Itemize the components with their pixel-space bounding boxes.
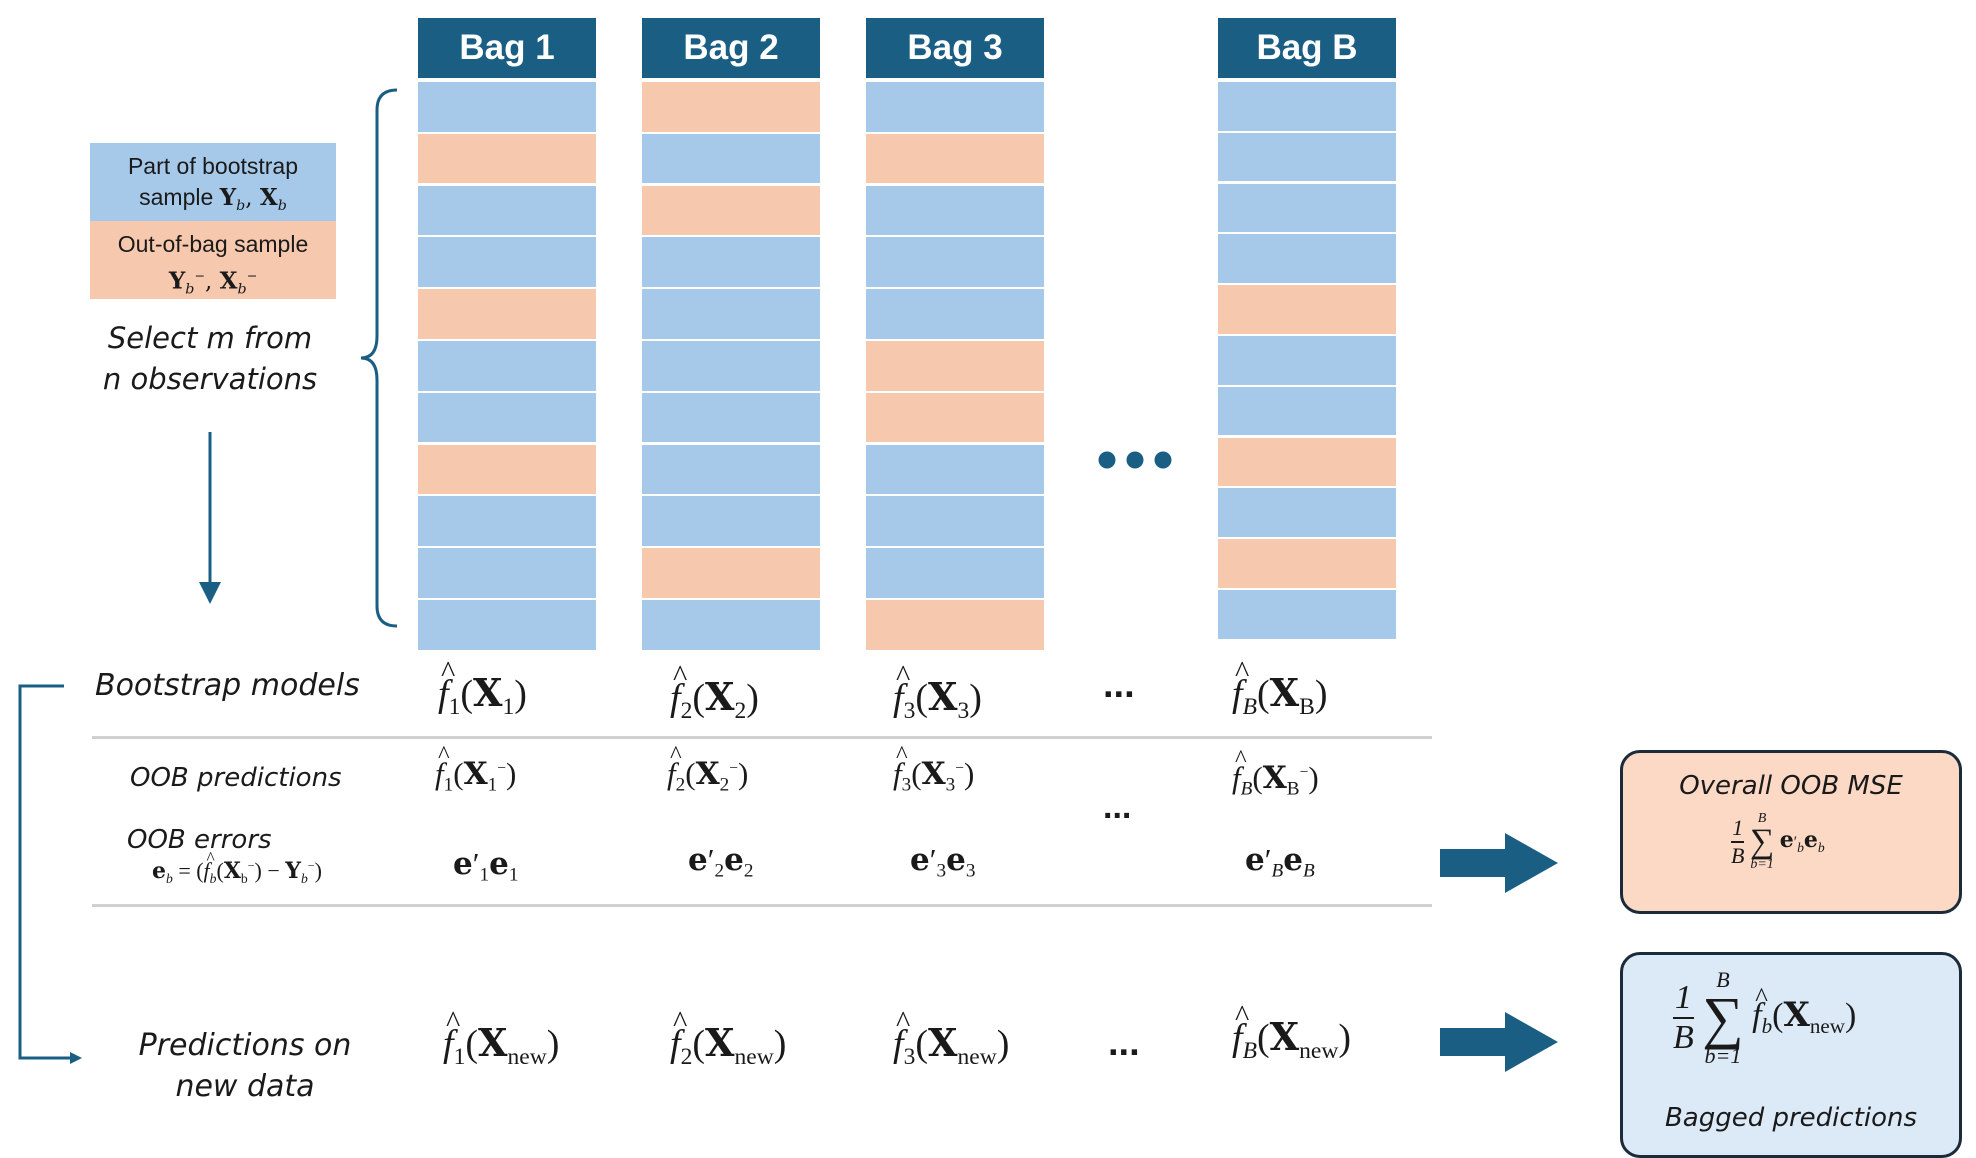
legend-oob-line1: Out-of-bag sample	[117, 231, 309, 257]
in-bag-sample-cell	[1218, 590, 1396, 639]
in-bag-sample-cell	[642, 133, 820, 184]
in-bag-sample-cell	[418, 82, 596, 132]
down-arrow-icon	[199, 432, 221, 604]
oob-err-2: e′2e2	[688, 842, 754, 882]
oob-pred-1: f1(X1−)	[435, 742, 516, 797]
oob-sample-cell	[866, 600, 1044, 650]
separator-line-bottom	[92, 904, 1432, 907]
in-bag-sample-cell	[642, 237, 820, 287]
in-bag-sample-cell	[642, 496, 820, 546]
pred-new-1: f1(Xnew)	[443, 1005, 559, 1071]
in-bag-sample-cell	[866, 496, 1044, 546]
in-bag-sample-cell	[418, 237, 596, 287]
bag-header-3: Bag 3	[866, 18, 1044, 78]
in-bag-sample-cell	[1218, 488, 1396, 537]
in-bag-sample-cell	[1218, 132, 1396, 182]
separator-line-top	[92, 736, 1432, 739]
predictions-label: Predictions on new data	[138, 1028, 352, 1104]
oob-err-1: e′1e1	[453, 846, 519, 886]
model-f1: f1(X1)	[438, 655, 527, 721]
pred-new-3: f3(Xnew)	[893, 1005, 1009, 1071]
oob-sample-cell	[642, 82, 820, 132]
oob-sample-cell	[418, 444, 596, 495]
in-bag-sample-cell	[1218, 336, 1396, 385]
bagged-predictions-box: 1B B∑b=1 fb(Xnew) Bagged predictions	[1620, 952, 1962, 1158]
bag-header-4: Bag B	[1218, 18, 1396, 78]
in-bag-sample-cell	[1218, 234, 1396, 283]
rows-bracket-icon	[18, 684, 82, 1064]
in-bag-sample-cell	[418, 341, 596, 391]
oob-sample-cell	[642, 185, 820, 236]
bootstrap-models-label: Bootstrap models	[95, 668, 360, 703]
models-ellipsis: ...	[1103, 664, 1135, 706]
pred-new-B: fB(Xnew)	[1232, 999, 1351, 1065]
oob-sample-cell	[1218, 539, 1396, 588]
legend-oob: Out-of-bag sample Yb−, Xb−	[90, 221, 336, 299]
oob-predictions-label: OOB predictions	[130, 763, 342, 793]
in-bag-sample-cell	[1218, 183, 1396, 233]
in-bag-sample-cell	[1218, 386, 1396, 436]
in-bag-sample-cell	[642, 392, 820, 443]
in-bag-sample-cell	[866, 237, 1044, 287]
oob-errors-formula: eb = (fb(Xb−) − Yb−)	[152, 848, 322, 887]
pred-ellipsis: ...	[1108, 1022, 1140, 1064]
in-bag-sample-cell	[642, 600, 820, 650]
bagged-arrow-icon	[1440, 1012, 1558, 1072]
in-bag-sample-cell	[866, 82, 1044, 132]
legend-in-bag: Part of bootstrap sample Yb, Xb	[90, 143, 336, 221]
model-f3: f3(X3)	[893, 659, 982, 725]
in-bag-sample-cell	[418, 600, 596, 650]
in-bag-sample-cell	[866, 548, 1044, 598]
oob-sample-cell	[866, 341, 1044, 391]
oob-arrow-icon	[1440, 833, 1558, 893]
in-bag-sample-cell	[418, 496, 596, 546]
in-bag-sample-cell	[1218, 82, 1396, 131]
oob-sample-cell	[1218, 437, 1396, 487]
oob-errors-label: OOB errors	[127, 825, 272, 855]
oob-sample-cell	[1218, 285, 1396, 334]
oob-pred-2: f2(X2−)	[667, 742, 748, 797]
oob-err-3: e′3e3	[910, 842, 976, 882]
oob-pred-B: fB(XB−)	[1232, 746, 1319, 801]
oob-ellipsis: ...	[1103, 788, 1132, 826]
in-bag-sample-cell	[866, 185, 1044, 236]
in-bag-sample-cell	[418, 185, 596, 236]
oob-sample-cell	[866, 392, 1044, 443]
in-bag-sample-cell	[642, 444, 820, 495]
bagged-formula: 1B B∑b=1 fb(Xnew)	[1673, 967, 1856, 1069]
bagged-title: Bagged predictions	[1664, 1103, 1918, 1133]
in-bag-sample-cell	[866, 289, 1044, 339]
bag-header-1: Bag 1	[418, 18, 596, 78]
oob-sample-cell	[418, 133, 596, 184]
oob-sample-cell	[866, 133, 1044, 184]
in-bag-sample-cell	[866, 444, 1044, 495]
in-bag-sample-cell	[418, 392, 596, 443]
bags-ellipsis-icon	[1098, 451, 1172, 469]
oob-sample-cell	[418, 289, 596, 339]
pred-new-2: f2(Xnew)	[670, 1005, 786, 1071]
legend-oob-line2: Yb−, Xb−	[168, 267, 258, 298]
curly-brace-icon	[360, 88, 398, 628]
oob-mse-title: Overall OOB MSE	[1679, 771, 1903, 801]
legend-in-bag-line1: Part of bootstrap	[127, 153, 299, 179]
oob-err-B: e′BeB	[1245, 842, 1315, 882]
in-bag-sample-cell	[642, 289, 820, 339]
in-bag-sample-cell	[642, 341, 820, 391]
legend-in-bag-line2: sample Yb, Xb	[139, 184, 287, 214]
model-f2: f2(X2)	[670, 659, 759, 725]
select-text: Select m from n observations	[102, 321, 318, 396]
in-bag-sample-cell	[418, 548, 596, 598]
bag-header-2: Bag 2	[642, 18, 820, 78]
oob-sample-cell	[642, 548, 820, 598]
oob-pred-3: f3(X3−)	[893, 742, 974, 797]
model-fB: fB(XB)	[1232, 655, 1327, 721]
